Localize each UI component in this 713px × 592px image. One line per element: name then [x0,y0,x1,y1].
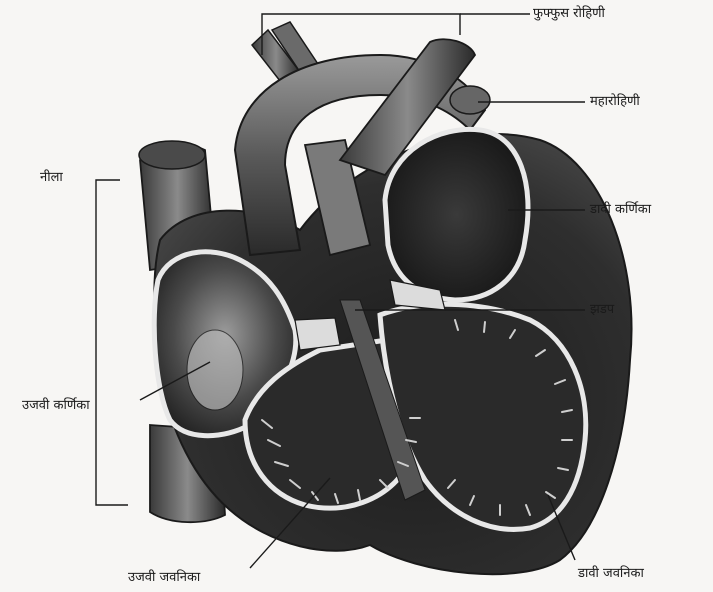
label-valve: झडप [590,302,614,318]
label-left-ventricle: डावी जवनिका [578,566,644,582]
left-atrium-chamber [385,129,528,300]
valve-left [295,318,340,350]
label-aorta: महारोहिणी [590,94,640,110]
label-right-atrium: उजवी कर्णिका [22,398,90,414]
label-left-atrium: डावी कर्णिका [590,202,651,218]
label-vein: नीला [40,170,63,186]
label-right-ventricle: उजवी जवनिका [128,570,200,586]
label-pulmonary-artery: फुफ्फुस रोहिणी [533,6,605,22]
